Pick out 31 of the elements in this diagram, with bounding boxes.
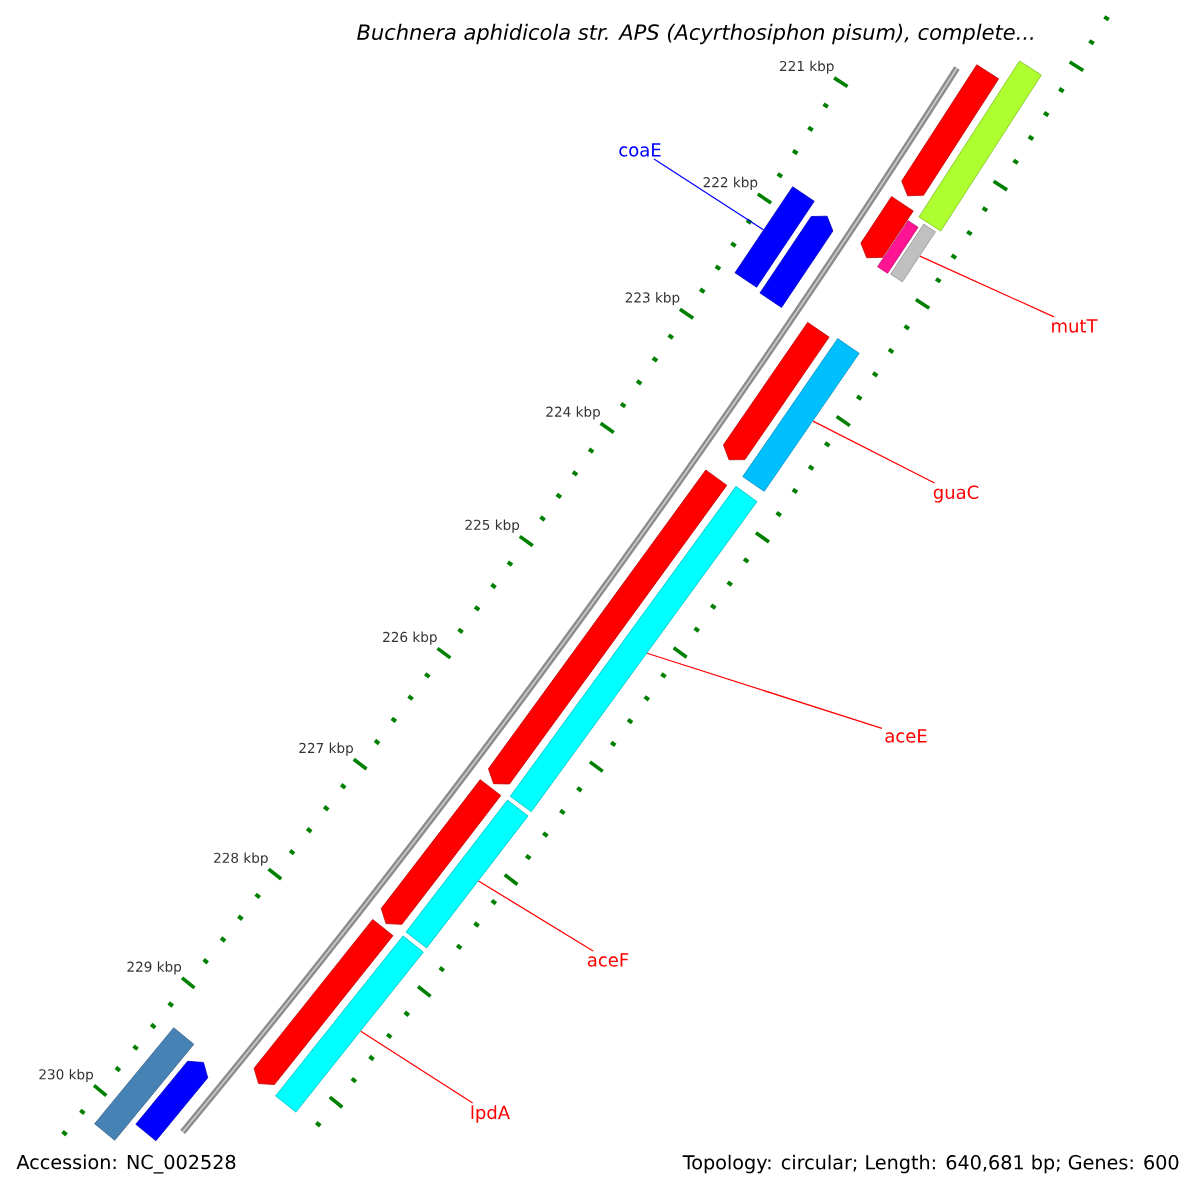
gene-bar	[734, 186, 815, 288]
gene-bar	[918, 60, 1042, 232]
gene-bar	[759, 215, 834, 308]
gene-bar	[94, 1027, 195, 1141]
leader-line	[653, 158, 764, 231]
gene-label: mutT	[1052, 319, 1098, 333]
gene-label: lpdA	[471, 1105, 510, 1123]
gene-bar	[877, 220, 919, 274]
gene-bar	[275, 935, 424, 1113]
gene-label: coaE	[619, 143, 661, 157]
leader-line	[360, 1030, 474, 1104]
gene-bar	[253, 919, 394, 1085]
gene-label: aceF	[587, 953, 629, 967]
leader-line	[477, 880, 594, 952]
gene-bar	[488, 469, 728, 785]
gene-label: aceE	[885, 729, 927, 743]
gene-bar	[405, 799, 529, 949]
gene-bar	[723, 322, 830, 461]
gene-label: guaC	[933, 485, 979, 503]
footer-text: Topology: circular; Length: 640,681 bp; Genes: 600	[678, 1150, 1184, 1178]
gene-bar	[901, 64, 1000, 197]
gene-bar	[860, 196, 914, 259]
leader-line	[646, 652, 883, 729]
leader-line	[812, 420, 936, 484]
gene-bar	[135, 1060, 209, 1142]
gene-bar	[890, 223, 936, 283]
footer-text: Accession: NC_002528	[12, 1150, 241, 1178]
leader-line	[919, 255, 1055, 318]
map-title: Buchnera aphidicola str. APS (Acyrthosiphon pisum), complete...	[352, 19, 1040, 49]
gene-bar	[380, 779, 502, 925]
gene-bar	[742, 338, 860, 492]
